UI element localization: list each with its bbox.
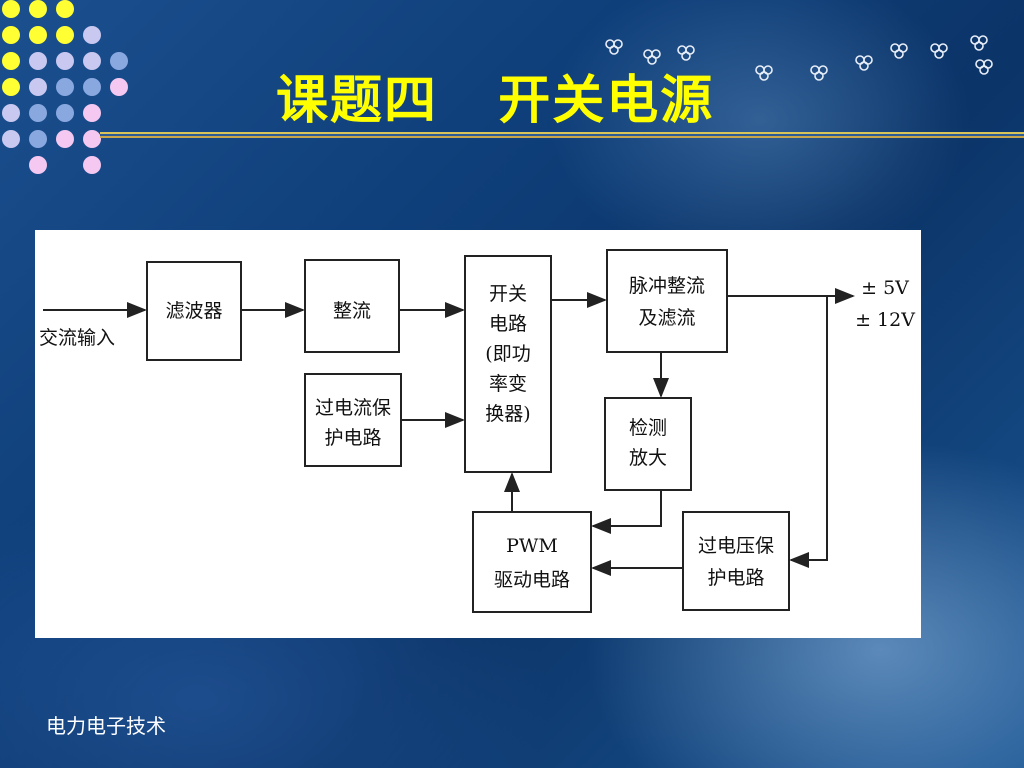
overvoltage-label-line-2: 护电路	[707, 567, 764, 589]
overvoltage-label-line-1: 过电压保	[698, 535, 774, 557]
decorative-dot	[29, 156, 47, 174]
decorative-dot	[83, 52, 101, 70]
pwm-drive-box	[472, 511, 592, 613]
detect-label-line-2: 放大	[629, 447, 667, 469]
decorative-dot	[56, 78, 74, 96]
pulse-rectify-box	[606, 249, 728, 353]
decorative-dot	[2, 52, 20, 70]
decorative-dot	[56, 104, 74, 122]
switch-label-line-5: 换器)	[485, 403, 530, 425]
decorative-dot	[2, 26, 20, 44]
decorative-dot	[2, 130, 20, 148]
switch-label-line-3: (即功	[485, 343, 530, 365]
decorative-dot	[29, 78, 47, 96]
input-label: 交流输入	[39, 327, 115, 349]
pulse-label-line-1: 脉冲整流	[629, 275, 705, 297]
rectifier-label: 整流	[333, 300, 371, 322]
decorative-dot	[56, 0, 74, 18]
rectifier-box	[304, 259, 400, 353]
arrow-detect-to-pwm	[591, 490, 662, 534]
decorative-dot	[2, 0, 20, 18]
decorative-dot	[29, 26, 47, 44]
decorative-dot	[56, 130, 74, 148]
filter-label: 滤波器	[165, 300, 222, 322]
output-label-12v: ± 12V	[855, 309, 915, 331]
decorative-flower-ornament	[605, 35, 993, 81]
switching-power-supply-block-diagram: 交流输入 滤波器 整流 开关 电路 (即功 率变 换器) 脉冲整流 及滤流 过电…	[39, 249, 915, 613]
switch-label-line-2: 电路	[489, 313, 527, 335]
overcurrent-label-line-2: 护电路	[324, 427, 381, 449]
decorative-dot	[29, 130, 47, 148]
decorative-dot	[56, 52, 74, 70]
slide-title: 课题四 开关电源	[276, 70, 715, 131]
pwm-label-line-1: PWM	[506, 535, 558, 557]
block-diagram-panel: 交流输入 滤波器 整流 开关 电路 (即功 率变 换器) 脉冲整流 及滤流 过电…	[35, 230, 921, 638]
decorative-dot	[83, 78, 101, 96]
decorative-dot	[110, 52, 128, 70]
decorative-dot	[110, 78, 128, 96]
decorative-dot	[29, 52, 47, 70]
decorative-dot	[83, 130, 101, 148]
decorative-dot	[2, 104, 20, 122]
decorative-dot	[2, 78, 20, 96]
decorative-dot	[83, 156, 101, 174]
decorative-dot	[56, 26, 74, 44]
pwm-label-line-2: 驱动电路	[494, 569, 570, 591]
overvoltage-box	[682, 511, 790, 611]
decorative-dot	[29, 0, 47, 18]
decorative-dot	[29, 104, 47, 122]
decorative-dot	[83, 104, 101, 122]
pulse-label-line-2: 及滤流	[638, 307, 695, 329]
detect-label-line-1: 检测	[629, 417, 667, 439]
output-label-5v: ± 5V	[861, 277, 909, 299]
slide-footer: 电力电子技术	[46, 714, 166, 738]
title-divider	[100, 132, 1024, 140]
switch-label-line-1: 开关	[489, 283, 527, 305]
overcurrent-box	[304, 373, 402, 467]
detect-amp-box	[604, 397, 692, 491]
overcurrent-label-line-1: 过电流保	[315, 397, 391, 419]
switch-label-line-4: 率变	[489, 373, 527, 395]
arrow-output-to-overvoltage	[789, 296, 828, 568]
decorative-dot	[83, 26, 101, 44]
